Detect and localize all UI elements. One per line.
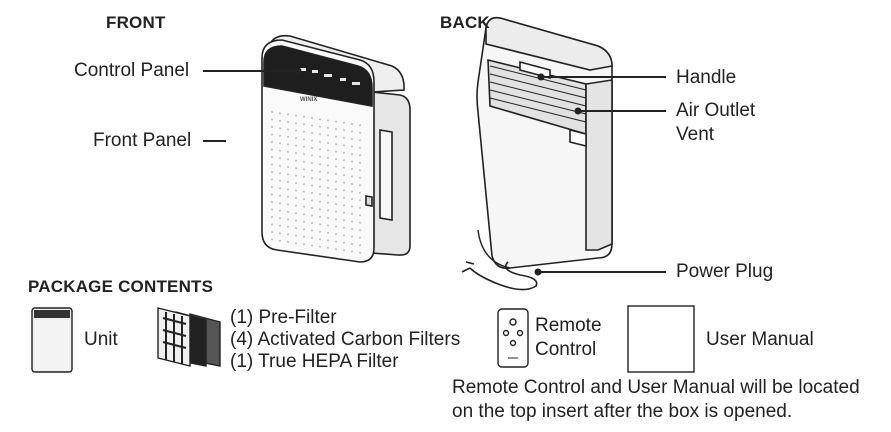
filter-item-hepa: (1) True HEPA Filter	[230, 351, 399, 372]
front-heading: FRONT	[106, 13, 166, 32]
front-control-panel	[263, 45, 373, 107]
remote-thumbnail	[497, 308, 529, 368]
brand-logo: WINIX	[300, 97, 318, 103]
filter-item-carbon: (4) Activated Carbon Filters	[230, 329, 461, 350]
filter-item-pre: (1) Pre-Filter	[230, 307, 337, 328]
handle-label: Handle	[676, 67, 737, 88]
remote-label-line1: Remote	[535, 315, 602, 336]
front-panel-label: Front Panel	[93, 130, 192, 151]
note-line1: Remote Control and User Manual will be l…	[452, 377, 860, 398]
power-plug-label: Power Plug	[676, 261, 774, 282]
user-manual-thumbnail	[627, 305, 695, 373]
back-unit-drawing	[461, 16, 613, 291]
vent-label: Vent	[676, 124, 715, 145]
control-panel-label: Control Panel	[74, 60, 190, 81]
user-manual-label: User Manual	[706, 329, 814, 350]
front-panel-grille	[271, 111, 361, 254]
filter-stack	[157, 307, 221, 367]
front-unit-drawing	[261, 34, 411, 263]
note-line2: on the top insert after the box is opene…	[452, 401, 793, 422]
unit-label: Unit	[84, 329, 118, 350]
control-panel-indicators	[300, 68, 360, 85]
leader-lines	[203, 70, 666, 273]
package-contents-heading: PACKAGE CONTENTS	[28, 277, 214, 296]
air-outlet-label: Air Outlet	[676, 100, 756, 121]
power-cord	[461, 261, 538, 291]
back-heading: BACK	[440, 13, 490, 32]
unit-thumbnail	[31, 307, 73, 373]
remote-label-line2: Control	[535, 339, 597, 360]
